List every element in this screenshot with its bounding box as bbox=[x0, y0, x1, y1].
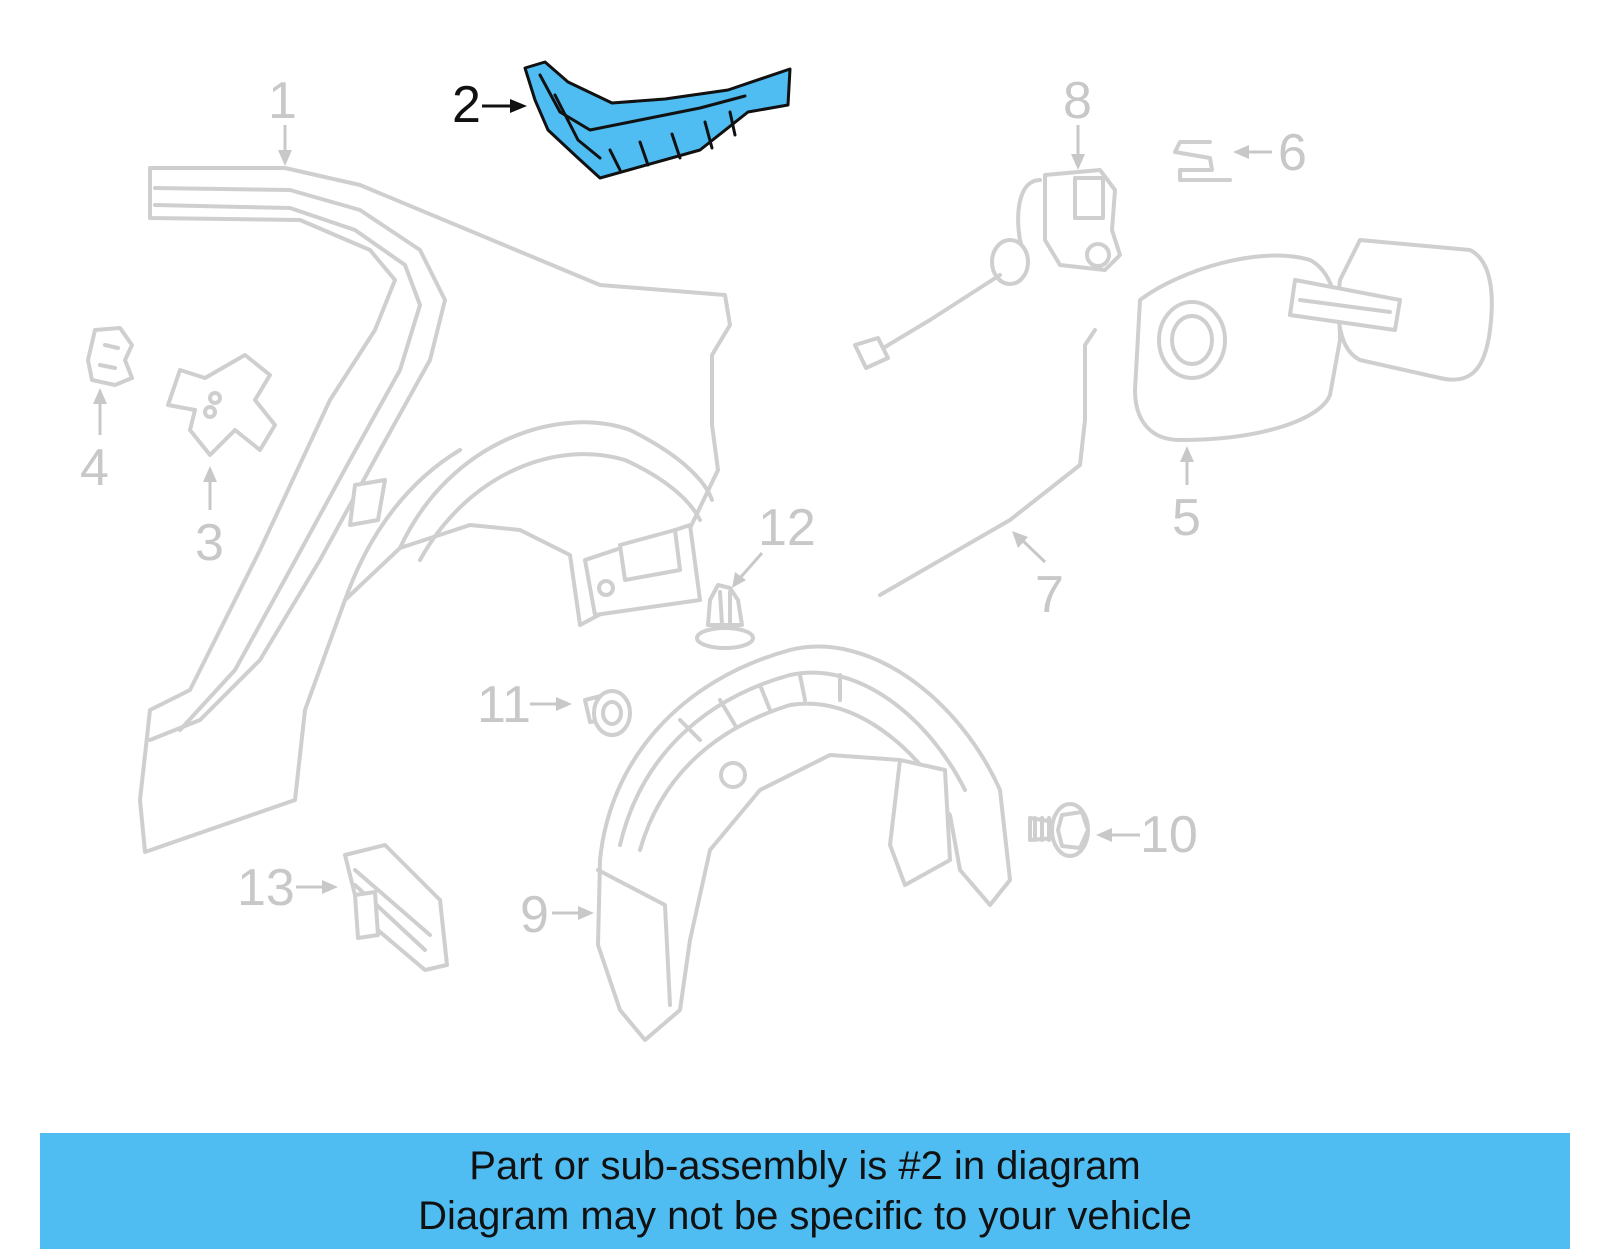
callout-label-11: 11 bbox=[477, 676, 531, 734]
callout-6: 6 bbox=[1233, 124, 1307, 182]
callout-4: 4 bbox=[80, 388, 109, 497]
callout-11: 11 bbox=[477, 676, 572, 734]
callout-label-6: 6 bbox=[1278, 124, 1307, 182]
part-11-grommet bbox=[583, 689, 632, 737]
part-1-quarter-panel bbox=[138, 166, 732, 854]
callout-1: 1 bbox=[268, 72, 297, 166]
banner-line-2: Diagram may not be specific to your vehi… bbox=[418, 1194, 1192, 1238]
part-13-bracket bbox=[343, 843, 449, 972]
callout-5: 5 bbox=[1172, 446, 1201, 547]
part-12-push-clip bbox=[695, 583, 755, 650]
part-9-wheel-liner bbox=[596, 644, 1012, 1042]
part-10-bolt bbox=[1028, 802, 1090, 858]
callout-label-10: 10 bbox=[1140, 806, 1198, 864]
callout-13: 13 bbox=[237, 859, 338, 917]
part-6-spring-clip bbox=[1173, 140, 1232, 182]
callout-label-2: 2 bbox=[452, 76, 481, 134]
callout-label-9: 9 bbox=[520, 886, 549, 944]
callout-10: 10 bbox=[1096, 806, 1198, 864]
part-2-bracket-highlighted bbox=[523, 60, 792, 180]
callout-label-13: 13 bbox=[237, 859, 295, 917]
callout-3: 3 bbox=[195, 466, 224, 572]
callout-label-7: 7 bbox=[1035, 566, 1064, 624]
banner-line-1: Part or sub-assembly is #2 in diagram bbox=[469, 1144, 1141, 1188]
callout-label-12: 12 bbox=[758, 499, 816, 557]
callout-label-1: 1 bbox=[268, 72, 297, 130]
callout-label-5: 5 bbox=[1172, 489, 1201, 547]
callout-7: 7 bbox=[1012, 531, 1064, 624]
callout-9: 9 bbox=[520, 886, 594, 944]
info-banner: Part or sub-assembly is #2 in diagram Di… bbox=[40, 1133, 1570, 1249]
callout-label-4: 4 bbox=[80, 439, 109, 497]
callout-label-8: 8 bbox=[1063, 72, 1092, 130]
callout-12: 12 bbox=[732, 499, 816, 588]
callout-2: 2 bbox=[452, 76, 527, 134]
part-5-fuel-door bbox=[1133, 238, 1494, 442]
part-3-bracket bbox=[166, 353, 277, 457]
part-8-actuator bbox=[853, 168, 1122, 370]
callout-8: 8 bbox=[1063, 72, 1092, 170]
part-7-rod bbox=[878, 328, 1097, 597]
part-4-clip bbox=[86, 326, 134, 387]
callout-label-3: 3 bbox=[195, 514, 224, 572]
